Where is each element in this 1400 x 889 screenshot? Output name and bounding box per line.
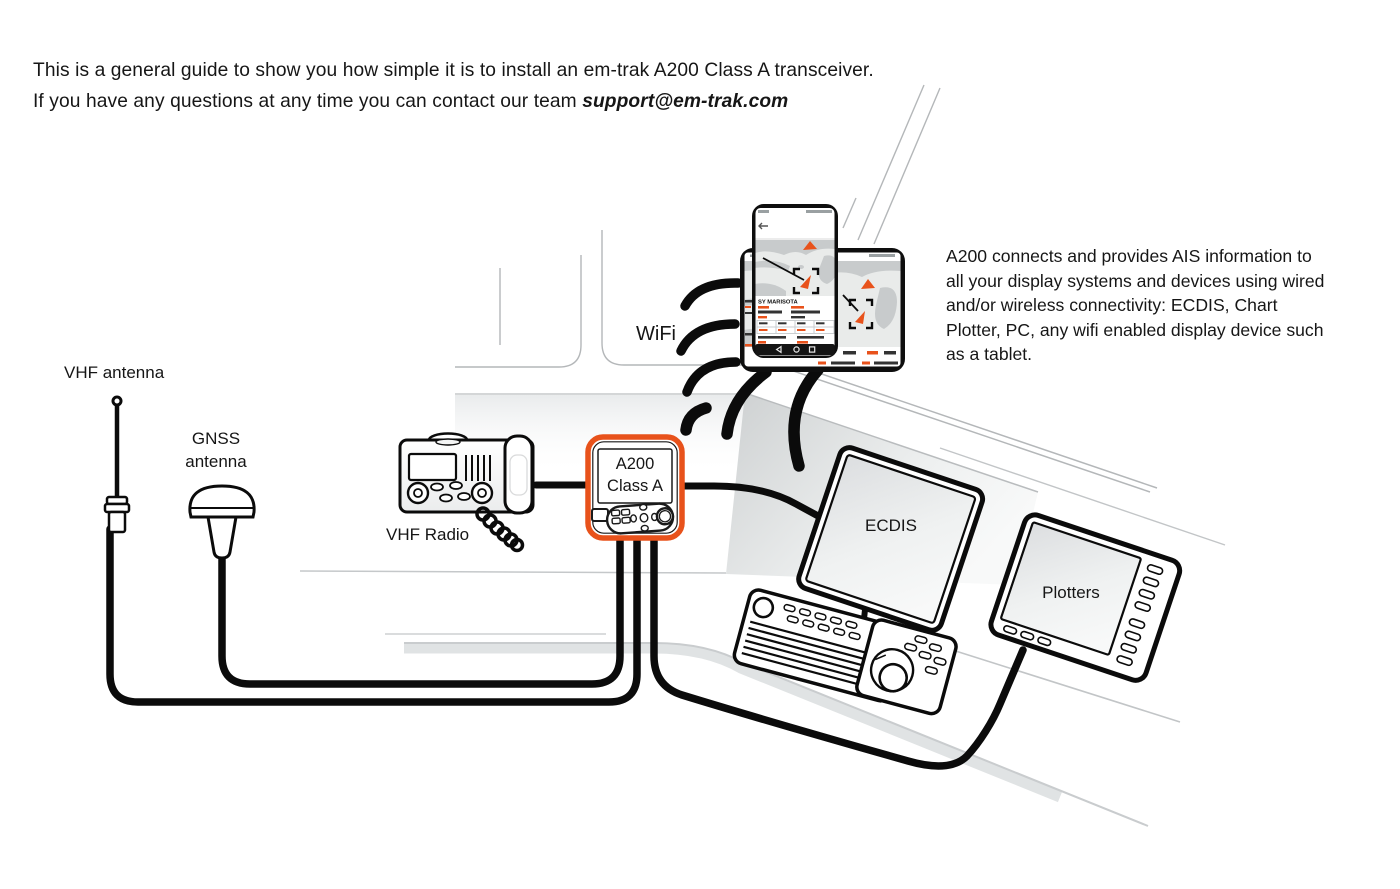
tablet-status-strip (818, 351, 898, 365)
vhf-antenna-cable (106, 525, 641, 706)
gnss-antenna-cable (218, 530, 624, 688)
ecdis-label: ECDIS (865, 516, 917, 535)
tablet-boat-arrow (855, 311, 865, 324)
a200-transceiver (585, 434, 685, 541)
plotter-cable (650, 530, 1027, 770)
plotter-screen (1000, 521, 1142, 656)
radio-handset (503, 434, 534, 515)
plotter-bottom-buttons (1003, 625, 1052, 647)
trackball-buttons (904, 635, 947, 675)
radio-buttons (430, 481, 471, 503)
wall-corner-line (455, 255, 582, 368)
window-frame-line (842, 197, 857, 229)
a200-label-plate (597, 448, 673, 504)
support-email: support@em-trak.com (582, 90, 789, 112)
plotter-display (988, 512, 1183, 683)
vhf-radio-graphic (398, 432, 535, 553)
wifi-label: WiFi (636, 323, 676, 345)
wall-corner-line (601, 230, 745, 366)
vhf-antenna-label: VHF antenna (64, 363, 165, 382)
nav-recents-icon (808, 346, 816, 353)
desk-line (299, 570, 727, 574)
a200-label: A200 Class A (607, 455, 663, 495)
radio-speaker-grille (465, 455, 491, 481)
phone-nav-bar (755, 344, 835, 356)
back-arrow-icon (758, 222, 768, 230)
ecdis-monitor (796, 445, 986, 633)
console-knob (752, 596, 775, 619)
vhf-radio-label: VHF Radio (386, 525, 470, 544)
trackball-ball (878, 662, 908, 693)
tablet-target-crosshair-icon (848, 298, 874, 330)
gnss-antenna-graphic (188, 484, 256, 560)
phone-vessel-marker (803, 241, 817, 250)
gnss-antenna-label: GNSS antenna (185, 429, 247, 471)
wifi-waves-left-icon (676, 278, 743, 397)
radio-display (407, 452, 458, 482)
console-edge-line (756, 351, 1158, 489)
window-frame-line (857, 84, 925, 241)
a200-connector (591, 508, 609, 522)
console-edge-line (939, 447, 1226, 546)
vhf-antenna-graphic (103, 395, 131, 534)
a200-control-unit (605, 502, 675, 535)
handset-cord (475, 506, 525, 553)
intro-text: This is a general guide to show you how … (33, 56, 874, 117)
plotter-side-buttons (1116, 564, 1164, 667)
tablet-vessel-marker (861, 279, 875, 289)
console-edge-line (754, 357, 1151, 493)
ecdis-cable (674, 482, 824, 521)
keyboard-buttons (783, 603, 861, 641)
ecdis-screen (805, 454, 977, 624)
wifi-waves-down-icon (680, 364, 824, 472)
vessel-name: SY MARISOTA (758, 300, 799, 306)
window-frame-line (873, 87, 941, 245)
trackball-panel (855, 618, 958, 716)
intro-line-2: If you have any questions at any time yo… (33, 90, 789, 112)
nav-back-icon (775, 345, 782, 354)
plotters-label: Plotters (1042, 583, 1100, 602)
phone-vessel-info-panel: SY MARISOTA (756, 300, 835, 344)
intro-line-1: This is a general guide to show you how … (33, 60, 874, 81)
smartphone: SY MARISOTA (752, 204, 838, 358)
phone-boat-arrow (800, 275, 811, 289)
nav-home-icon (793, 346, 800, 353)
phone-target-crosshair-icon (792, 267, 820, 295)
description-paragraph: A200 connects and provides AIS informati… (946, 246, 1325, 365)
